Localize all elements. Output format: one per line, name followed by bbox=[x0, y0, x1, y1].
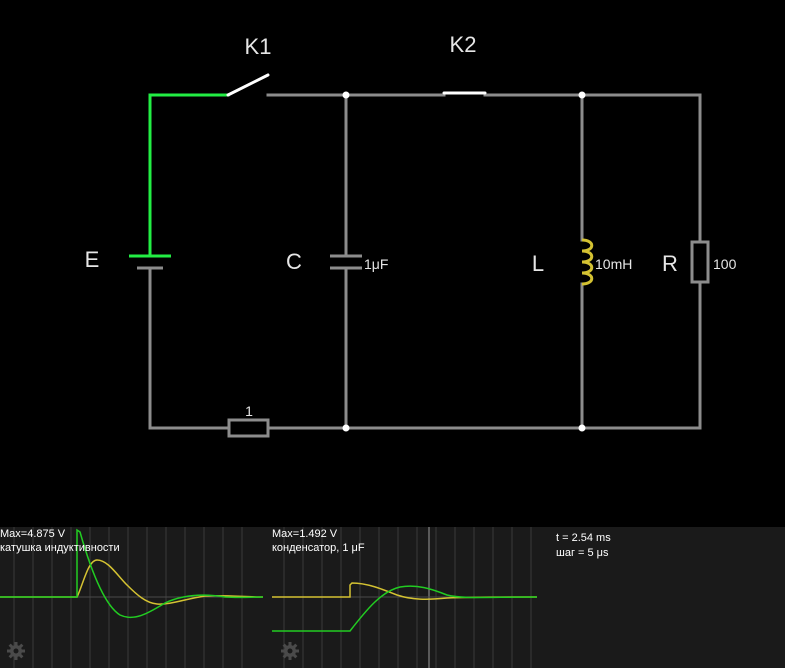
scope-capacitor-max: Max=1.492 V bbox=[272, 528, 338, 540]
junction-node bbox=[342, 91, 350, 99]
inductor-value: 10mH bbox=[595, 256, 632, 272]
capacitor-label: C bbox=[286, 249, 302, 274]
battery-e[interactable] bbox=[129, 254, 171, 270]
gear-icon[interactable] bbox=[280, 641, 300, 661]
circuit-canvas[interactable]: K1 K2 E C 1μF L 10mH R 100 1 bbox=[0, 0, 785, 527]
resistor-label: R bbox=[662, 251, 678, 276]
resistor-value: 100 bbox=[713, 256, 737, 272]
capacitor-value: 1μF bbox=[364, 256, 388, 272]
junction-node bbox=[342, 424, 350, 432]
capacitor-c[interactable] bbox=[330, 254, 362, 270]
switch-k2-label: K2 bbox=[450, 32, 477, 57]
scope-capacitor-voltage-trace bbox=[272, 585, 537, 632]
junction-node bbox=[578, 91, 586, 99]
scope-panel: Max=4.875 V катушка индуктивности bbox=[0, 527, 785, 668]
scope-inductor-name: катушка индуктивности bbox=[0, 542, 120, 554]
battery-label: E bbox=[85, 247, 100, 272]
resistor-r[interactable] bbox=[690, 240, 710, 284]
scope-inductor-voltage-trace bbox=[0, 528, 263, 619]
inductor-l[interactable] bbox=[581, 238, 594, 286]
junction-node bbox=[578, 424, 586, 432]
sim-time: t = 2.54 ms bbox=[556, 532, 611, 544]
scope-capacitor[interactable]: Max=1.492 V конденсатор, 1 μF bbox=[272, 527, 537, 668]
resistor-series[interactable] bbox=[227, 418, 270, 438]
switch-k1-label: K1 bbox=[245, 34, 272, 59]
series-resistor-value: 1 bbox=[245, 403, 253, 419]
scope-inductor-max: Max=4.875 V bbox=[0, 528, 66, 540]
gear-icon[interactable] bbox=[6, 641, 26, 661]
scope-inductor[interactable]: Max=4.875 V катушка индуктивности bbox=[0, 527, 263, 668]
inductor-label: L bbox=[532, 251, 544, 276]
switch-k1[interactable] bbox=[226, 73, 270, 97]
sim-step: шаг = 5 μs bbox=[556, 547, 609, 559]
scope-capacitor-name: конденсатор, 1 μF bbox=[272, 542, 365, 554]
